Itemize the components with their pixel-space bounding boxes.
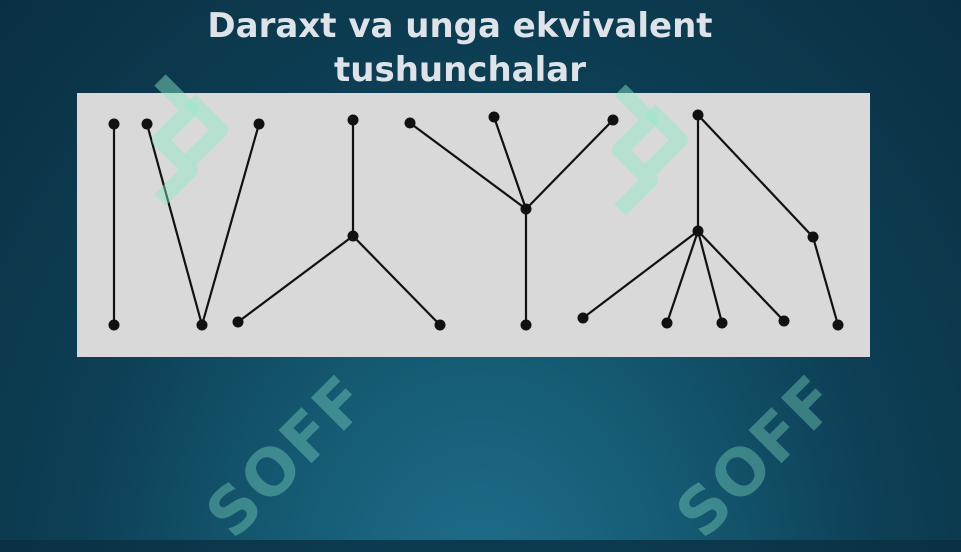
tree-3-node bbox=[488, 111, 500, 123]
tree-2-edge bbox=[352, 235, 441, 326]
tree-4-edge bbox=[696, 230, 724, 324]
tree-3-edge bbox=[409, 122, 527, 210]
tree-4-node bbox=[692, 225, 704, 237]
watermark-text-1: SOFF bbox=[192, 361, 384, 552]
tree-3-node bbox=[607, 114, 619, 126]
tree-1-node bbox=[108, 118, 120, 130]
tree-4-node bbox=[807, 231, 819, 243]
tree-3-node bbox=[520, 203, 532, 215]
page-title: Daraxt va unga ekvivalent tushunchalar bbox=[0, 4, 920, 92]
tree-3 bbox=[404, 111, 619, 331]
tree-4-node bbox=[716, 317, 728, 329]
tree-1-node bbox=[196, 319, 208, 331]
tree-3-node bbox=[520, 319, 532, 331]
tree-4-node bbox=[832, 319, 844, 331]
tree-4-edge bbox=[697, 230, 785, 322]
tree-4-node bbox=[661, 317, 673, 329]
tree-4-edge bbox=[665, 230, 700, 324]
tree-1-node bbox=[253, 118, 265, 130]
tree-3-node bbox=[404, 117, 416, 129]
tree-1-edge bbox=[200, 123, 261, 326]
tree-4-edge bbox=[811, 236, 840, 326]
title-line-2: tushunchalar bbox=[334, 50, 586, 90]
tree-1 bbox=[108, 118, 265, 331]
tree-2-node bbox=[434, 319, 446, 331]
tree-2-edge bbox=[237, 235, 354, 323]
tree-3-edge bbox=[492, 116, 528, 210]
tree-4-node bbox=[577, 312, 589, 324]
tree-1-edge bbox=[145, 123, 204, 326]
tree-4-edge bbox=[697, 114, 814, 238]
tree-2-node bbox=[347, 230, 359, 242]
tree-2 bbox=[232, 114, 446, 331]
tree-4 bbox=[577, 109, 844, 331]
title-line-1: Daraxt va unga ekvivalent bbox=[207, 6, 713, 46]
tree-1-node bbox=[108, 319, 120, 331]
tree-diagram-panel bbox=[77, 93, 870, 357]
tree-2-node bbox=[347, 114, 359, 126]
tree-diagram bbox=[108, 109, 844, 331]
tree-4-node bbox=[778, 315, 790, 327]
tree-4-node bbox=[692, 109, 704, 121]
tree-4-edge bbox=[582, 230, 699, 319]
tree-2-node bbox=[232, 316, 244, 328]
tree-3-edge bbox=[525, 119, 614, 210]
watermark-text-2: SOFF bbox=[662, 361, 854, 552]
tree-1-node bbox=[141, 118, 153, 130]
